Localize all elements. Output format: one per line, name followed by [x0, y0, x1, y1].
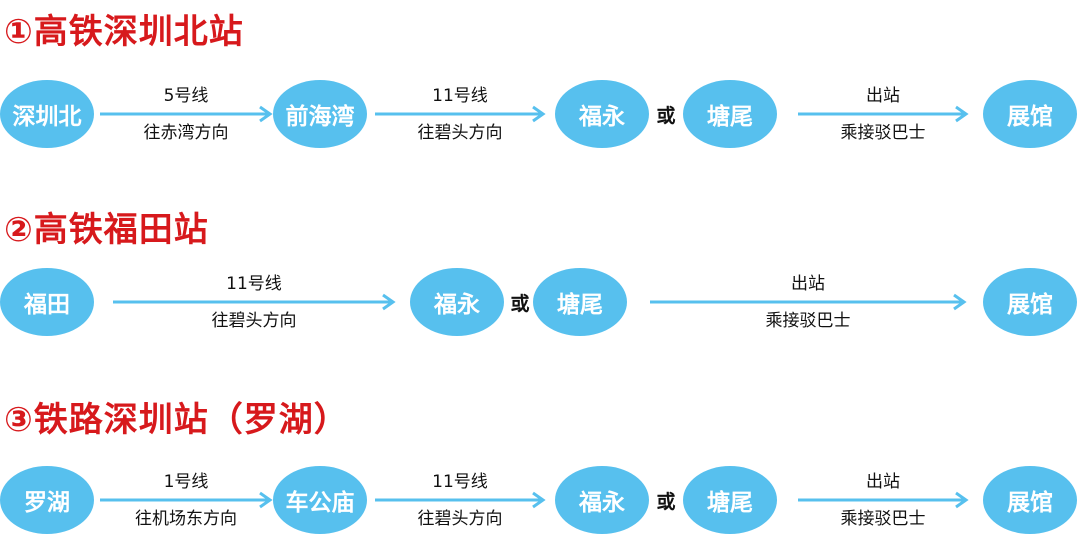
route1-edge-2: 11号线 往碧头方向: [375, 80, 546, 150]
route1-edge-3: 出站 乘接驳巴士: [798, 80, 969, 150]
station-node-fuyong: 福永: [410, 268, 504, 336]
edge-direction-label: 往碧头方向: [417, 123, 503, 143]
edge-direction-label: 往赤湾方向: [143, 123, 229, 143]
edge-line-label: 1号线: [163, 472, 209, 492]
station-node-tangwei: 塘尾: [533, 268, 627, 336]
route1-title: ①高铁深圳北站: [4, 12, 244, 52]
edge-line-label: 出站: [866, 86, 900, 106]
or-label: 或: [656, 105, 676, 127]
station-node-fuyong: 福永: [555, 80, 649, 148]
edge-direction-label: 往碧头方向: [417, 509, 503, 529]
route1-edge-1: 5号线 往赤湾方向: [100, 80, 273, 150]
station-node-exhibition-hall: 展馆: [983, 466, 1077, 534]
arrow-right-icon: [375, 105, 546, 123]
station-node-exhibition-hall: 展馆: [983, 268, 1077, 336]
arrow-right-icon: [798, 491, 969, 509]
edge-line-label: 11号线: [432, 472, 488, 492]
arrow-right-icon: [798, 105, 969, 123]
route2-edge-2: 出站 乘接驳巴士: [650, 268, 967, 338]
station-node-shenzhen-north: 深圳北: [0, 80, 94, 148]
route3-edge-3: 出站 乘接驳巴士: [798, 466, 969, 536]
route2-title: ②高铁福田站: [4, 210, 209, 250]
station-node-luohu: 罗湖: [0, 466, 94, 534]
station-node-futian: 福田: [0, 268, 94, 336]
station-node-chegongmiao: 车公庙: [273, 466, 367, 534]
route3-edge-1: 1号线 往机场东方向: [100, 466, 273, 536]
edge-line-label: 11号线: [432, 86, 488, 106]
arrow-right-icon: [375, 491, 546, 509]
station-node-exhibition-hall: 展馆: [983, 80, 1077, 148]
edge-line-label: 出站: [866, 472, 900, 492]
station-node-qianhaiwan: 前海湾: [273, 80, 367, 148]
route2-edge-1: 11号线 往碧头方向: [113, 268, 396, 338]
arrow-right-icon: [100, 105, 273, 123]
arrow-right-icon: [113, 293, 396, 311]
station-node-tangwei: 塘尾: [683, 80, 777, 148]
edge-direction-label: 乘接驳巴士: [765, 311, 851, 331]
station-node-fuyong: 福永: [555, 466, 649, 534]
edge-direction-label: 乘接驳巴士: [840, 123, 926, 143]
edge-direction-label: 乘接驳巴士: [840, 509, 926, 529]
route3-title: ③铁路深圳站（罗湖）: [4, 400, 349, 440]
arrow-right-icon: [100, 491, 273, 509]
edge-line-label: 出站: [791, 274, 825, 294]
or-label: 或: [656, 491, 676, 513]
or-label: 或: [510, 293, 530, 315]
edge-direction-label: 往机场东方向: [135, 509, 237, 529]
edge-line-label: 5号线: [163, 86, 209, 106]
station-node-tangwei: 塘尾: [683, 466, 777, 534]
edge-direction-label: 往碧头方向: [211, 311, 297, 331]
arrow-right-icon: [650, 293, 967, 311]
route3-edge-2: 11号线 往碧头方向: [375, 466, 546, 536]
edge-line-label: 11号线: [226, 274, 282, 294]
